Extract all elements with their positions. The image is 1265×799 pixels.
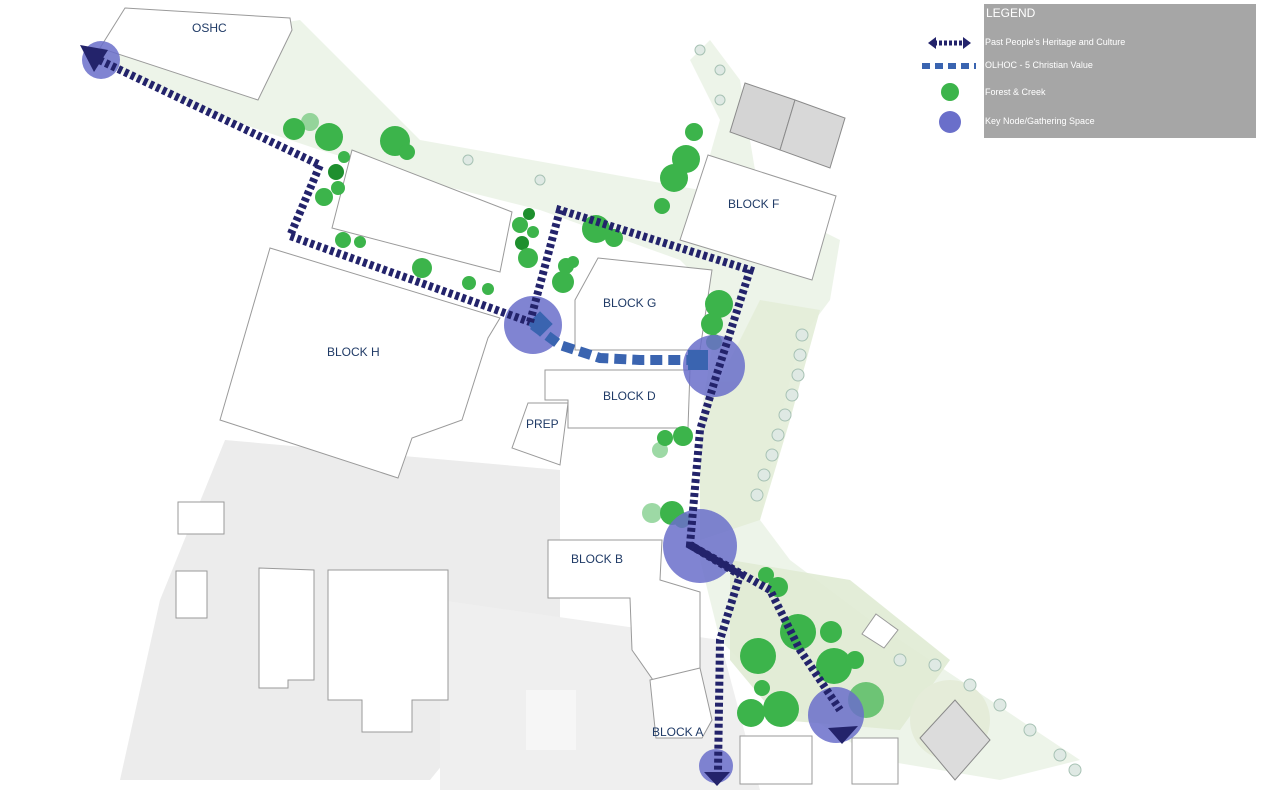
christian-node-east: [688, 350, 708, 370]
tree: [758, 567, 774, 583]
forest-circle-icon: [941, 83, 959, 101]
building-south-2: [851, 737, 899, 785]
building-shed-2: [779, 99, 846, 169]
tree: [523, 208, 535, 220]
building-block-h: [219, 247, 501, 479]
arrowhead-oshc: [80, 45, 108, 72]
tree: [527, 226, 539, 238]
legend-panel: LEGEND Past People's Heritage and Cultur…: [984, 4, 1256, 138]
heritage-path: [91, 53, 844, 771]
building-courtyard-top: [331, 149, 513, 273]
legend-item-forest: Forest & Creek: [985, 87, 1046, 97]
tree: [763, 691, 799, 727]
tree: [338, 151, 350, 163]
building-small-2: [175, 570, 208, 619]
tree: [315, 188, 333, 206]
tree: [754, 680, 770, 696]
tree: [652, 442, 668, 458]
tree: [567, 256, 579, 268]
building-block-g: [574, 257, 713, 351]
building-west-2: [327, 569, 449, 733]
tree: [328, 164, 344, 180]
tree: [657, 430, 673, 446]
legend-item-christian: OLHOC - 5 Christian Value: [985, 60, 1093, 70]
christian-value-path: [527, 311, 708, 370]
tree: [331, 181, 345, 195]
buildings: [99, 7, 991, 785]
tree: [283, 118, 305, 140]
christian-node-west: [527, 311, 553, 337]
tree: [701, 313, 723, 335]
legend-item-heritage: Past People's Heritage and Culture: [985, 37, 1126, 47]
label-block-b: BLOCK B: [571, 552, 623, 566]
key-node-block-b: [663, 509, 737, 583]
building-small-1: [177, 501, 225, 535]
legend-item-node: Key Node/Gathering Space: [985, 116, 1095, 126]
tree: [552, 271, 574, 293]
tree: [740, 638, 776, 674]
legend-title: LEGEND: [986, 6, 1036, 20]
tree: [518, 248, 538, 268]
tree: [462, 276, 476, 290]
heritage-double-arrow-icon: [928, 37, 971, 49]
tree: [737, 699, 765, 727]
tree: [605, 229, 623, 247]
tree: [816, 648, 852, 684]
building-pavilion: [919, 699, 991, 781]
building-south-1: [739, 735, 813, 785]
building-labels: OSHC BLOCK F BLOCK G BLOCK H BLOCK D PRE…: [192, 21, 779, 739]
tree: [412, 258, 432, 278]
tree: [482, 283, 494, 295]
label-block-a: BLOCK A: [652, 725, 703, 739]
key-node-circle-icon: [939, 111, 961, 133]
heritage-arrowheads: [80, 45, 858, 786]
tree: [335, 232, 351, 248]
tree: [846, 651, 864, 669]
tree: [512, 217, 528, 233]
building-west-1: [258, 567, 315, 689]
tree: [673, 426, 693, 446]
tree: [315, 123, 343, 151]
building-block-f: [679, 154, 837, 281]
label-block-f: BLOCK F: [728, 197, 779, 211]
legend-symbols: [922, 37, 976, 133]
tree: [642, 503, 662, 523]
arrowhead-south-east: [828, 726, 858, 744]
label-block-g: BLOCK G: [603, 296, 656, 310]
tree: [705, 290, 733, 318]
label-block-h: BLOCK H: [327, 345, 380, 359]
label-oshc: OSHC: [192, 21, 227, 35]
arrowhead-block-a: [704, 772, 730, 786]
tree: [672, 145, 700, 173]
tree: [685, 123, 703, 141]
tree: [301, 113, 319, 131]
building-east-small: [861, 613, 899, 649]
tree: [354, 236, 366, 248]
building-block-a: [649, 667, 713, 739]
label-prep: PREP: [526, 417, 559, 431]
tree: [820, 621, 842, 643]
shrubs: [462, 44, 1082, 777]
building-prep: [511, 402, 569, 466]
tree: [399, 144, 415, 160]
label-block-d: BLOCK D: [603, 389, 656, 403]
tree: [515, 236, 529, 250]
tree: [654, 198, 670, 214]
